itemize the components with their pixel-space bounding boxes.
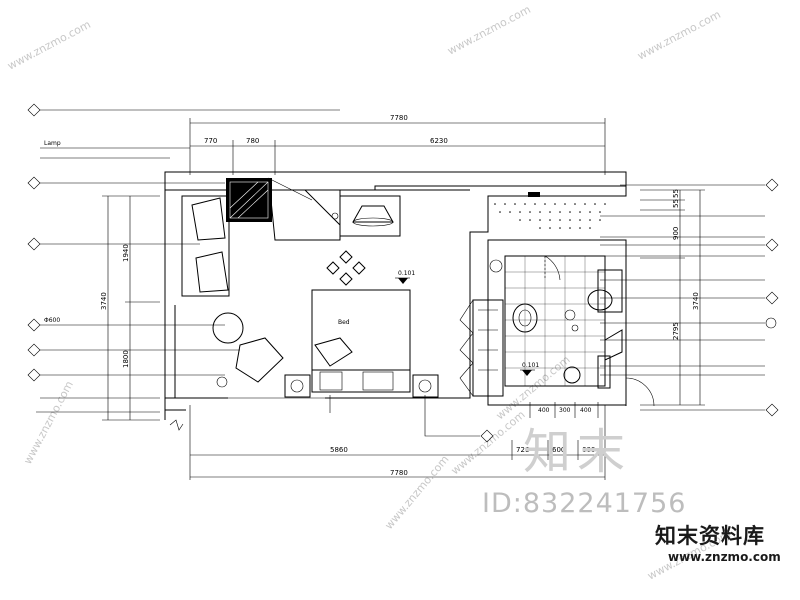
callout-marker <box>600 238 779 252</box>
tv-cabinet <box>269 189 341 241</box>
plant <box>489 259 503 273</box>
desk-lamp <box>352 205 394 223</box>
dim-top-seg3: 6230 <box>430 137 448 145</box>
toilet-bowl <box>587 289 613 311</box>
callout-marker <box>620 178 779 192</box>
break-symbol <box>169 419 184 431</box>
callout-marker <box>600 291 779 305</box>
dim-top-total: 7780 <box>390 114 408 122</box>
dim-bottom-seg3: 600 <box>552 446 565 454</box>
plant <box>216 376 228 388</box>
left-callouts: Φ600 <box>27 103 340 413</box>
sofa-cushion <box>195 251 229 293</box>
bathroom-fixtures: 0.101 400 300 400 <box>494 192 623 418</box>
watermark-site: www.znzmo.com <box>21 379 76 467</box>
pillow <box>362 371 394 391</box>
dim-bath-seg2: 300 <box>559 407 571 414</box>
callout-marker <box>27 103 340 117</box>
watermark-big-logo: 知末 <box>523 424 632 480</box>
dim-left-total: 3740 <box>100 292 108 310</box>
bed-tag: Bed <box>338 319 350 326</box>
toilet-tank <box>597 269 623 313</box>
top-dimensions: 7780 770 780 6230 <box>189 114 606 175</box>
callout-marker <box>640 403 779 417</box>
brand-url: www.znzmo.com <box>668 550 781 564</box>
left-dimensions: 3740 1940 1800 <box>100 195 160 421</box>
nightstand <box>284 374 311 398</box>
sofa <box>181 195 230 297</box>
right-callouts <box>600 178 779 417</box>
dim-left-seg1: 1940 <box>122 244 130 262</box>
dim-bottom-seg1: 5860 <box>330 446 348 454</box>
dim-bath-seg1: 400 <box>538 407 550 414</box>
dim-top-seg1: 770 <box>204 137 217 145</box>
towel-rack <box>597 355 611 389</box>
note-phi600: Φ600 <box>44 317 60 324</box>
door-swing <box>625 377 655 407</box>
sofa-cushion <box>191 197 226 241</box>
dim-right-total: 3740 <box>692 292 700 310</box>
dim-right-seg3: 55 <box>672 189 680 198</box>
desk <box>339 195 401 237</box>
pillow <box>319 371 343 391</box>
desk-group: 0.101 <box>267 177 626 286</box>
brand-logo-text: 知末资料库 <box>655 524 765 548</box>
dim-top-seg2: 780 <box>246 137 259 145</box>
dim-bottom-total: 7780 <box>390 469 408 477</box>
level-mark: 0.101 <box>398 270 415 277</box>
watermark-site: www.znzmo.com <box>445 3 533 58</box>
bottom-dimensions: 5860 726 600 600 7780 <box>189 405 606 480</box>
nightstand <box>412 374 439 398</box>
dim-bottom-seg2: 726 <box>516 446 530 454</box>
dim-bath-seg3: 400 <box>580 407 592 414</box>
bed-base <box>311 369 411 393</box>
chair-marker <box>331 212 339 220</box>
bottom-callout <box>424 395 494 443</box>
shower-drain <box>563 366 581 384</box>
dim-left-seg2: 1800 <box>122 350 130 368</box>
shelf <box>604 329 623 361</box>
top-label: Lamp <box>40 140 190 149</box>
watermark-site: www.znzmo.com <box>449 408 528 477</box>
callout-marker <box>27 176 225 190</box>
decor-diamonds <box>326 250 366 286</box>
wardrobe <box>459 259 504 397</box>
bed-group: Bed <box>284 289 439 413</box>
watermark-site: www.znzmo.com <box>5 18 93 73</box>
dim-right-seg1: 2795 <box>672 322 680 340</box>
callout-marker <box>600 317 777 329</box>
callout-marker <box>27 237 200 251</box>
watermark-id: ID:832241756 <box>482 488 687 519</box>
vent <box>528 192 540 197</box>
sink <box>512 303 538 333</box>
wardrobe-body <box>472 299 504 397</box>
pillow <box>314 337 353 367</box>
right-dimensions: 3740 55 55 900 2795 <box>640 189 705 406</box>
dim-right-seg2: 900 <box>672 227 680 240</box>
dim-bottom-seg4: 600 <box>582 446 595 454</box>
top-note: Lamp <box>44 140 61 147</box>
sofa-group <box>181 178 325 399</box>
callout-marker <box>27 343 240 357</box>
callout-marker: Φ600 <box>27 317 225 332</box>
dim-right-seg4: 55 <box>672 199 680 208</box>
callout-marker <box>27 368 225 382</box>
round-table <box>212 312 244 344</box>
watermark-site: www.znzmo.com <box>382 453 451 532</box>
armchair <box>235 337 284 383</box>
level-mark-bath: 0.101 <box>522 362 539 369</box>
watermark-site: www.znzmo.com <box>635 8 723 63</box>
bed <box>311 289 411 371</box>
